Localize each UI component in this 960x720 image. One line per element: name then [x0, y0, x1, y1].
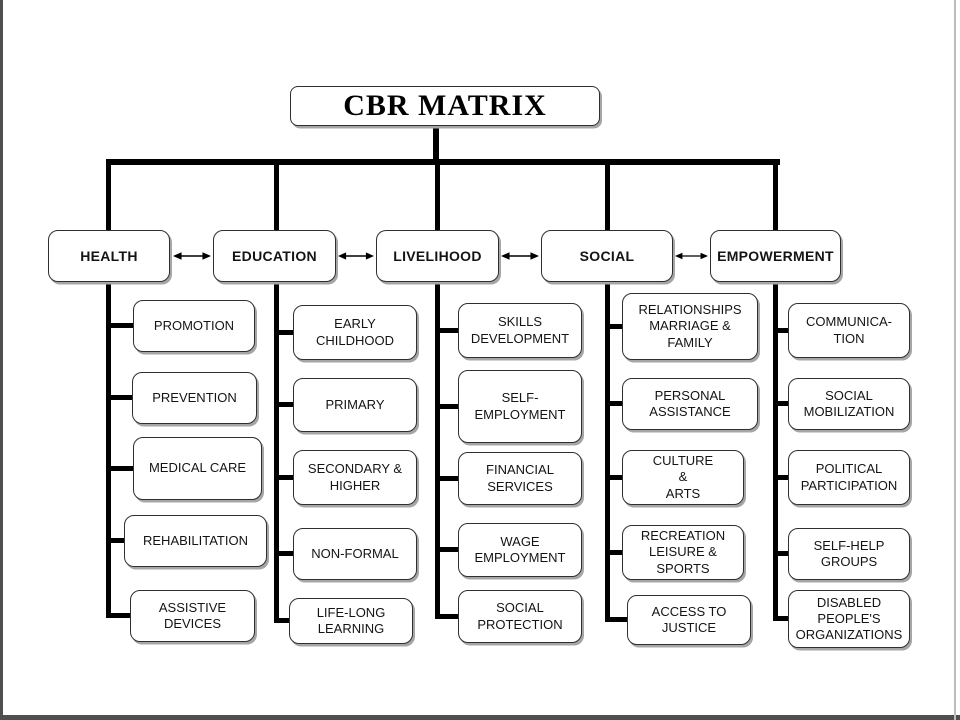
double-arrow-icon	[501, 252, 539, 260]
item-box-social-mobilization: SOCIAL MOBILIZATION	[788, 378, 910, 430]
diagram-title: CBR MATRIX	[290, 86, 600, 126]
item-box-life-long-learning: LIFE-LONG LEARNING	[289, 598, 413, 644]
item-box-rehabilitation: REHABILITATION	[124, 515, 267, 567]
item-box-communication: COMMUNICA- TION	[788, 303, 910, 358]
item-box-promotion: PROMOTION	[133, 300, 255, 352]
item-box-assistive-devices: ASSISTIVE DEVICES	[130, 590, 255, 642]
item-box-personal-assistance: PERSONAL ASSISTANCE	[622, 378, 758, 430]
stub-line	[274, 551, 304, 556]
stub-line	[274, 475, 304, 480]
item-box-early-childhood: EARLY CHILDHOOD	[293, 305, 417, 360]
top-bar-line	[106, 159, 780, 165]
spine-livelihood	[435, 159, 440, 619]
window-edge-left	[0, 0, 3, 720]
item-box-disabled-peoples-organizations: DISABLED PEOPLE'S ORGANIZATIONS	[788, 590, 910, 648]
category-box-health: HEALTH	[48, 230, 170, 282]
stub-line	[106, 395, 136, 400]
item-box-relationships-marriage-family: RELATIONSHIPS MARRIAGE & FAMILY	[622, 293, 758, 360]
stub-line	[605, 401, 635, 406]
category-box-social: SOCIAL	[541, 230, 673, 282]
item-box-self-help-groups: SELF-HELP GROUPS	[788, 528, 910, 580]
double-arrow-icon	[338, 252, 374, 260]
stub-line	[106, 323, 136, 328]
item-box-prevention: PREVENTION	[132, 372, 257, 424]
stub-line	[435, 614, 465, 619]
category-box-empowerment: EMPOWERMENT	[710, 230, 841, 282]
item-box-recreation-leisure-sports: RECREATION LEISURE & SPORTS	[622, 525, 744, 580]
stub-line	[274, 402, 304, 407]
item-box-culture-arts: CULTURE & ARTS	[622, 450, 744, 505]
stub-line	[106, 466, 136, 471]
title-stem-line	[433, 124, 439, 164]
stub-line	[605, 617, 635, 622]
item-box-medical-care: MEDICAL CARE	[133, 437, 262, 500]
window-edge-bottom	[0, 715, 960, 720]
item-box-non-formal: NON-FORMAL	[293, 528, 417, 580]
item-box-secondary-higher: SECONDARY & HIGHER	[293, 450, 417, 505]
item-box-wage-employment: WAGE EMPLOYMENT	[458, 523, 582, 577]
item-box-political-participation: POLITICAL PARTICIPATION	[788, 450, 910, 505]
stub-line	[605, 550, 635, 555]
stub-line	[106, 538, 136, 543]
spine-health	[106, 159, 111, 618]
category-box-education: EDUCATION	[213, 230, 336, 282]
spine-education	[274, 159, 279, 623]
stub-line	[435, 547, 465, 552]
stub-line	[106, 613, 136, 618]
stub-line	[605, 475, 635, 480]
item-box-social-protection: SOCIAL PROTECTION	[458, 590, 582, 643]
category-box-livelihood: LIVELIHOOD	[376, 230, 499, 282]
window-edge-right	[954, 0, 956, 720]
stub-line	[274, 330, 304, 335]
spine-social	[605, 159, 610, 622]
stub-line	[435, 404, 465, 409]
double-arrow-icon	[675, 252, 708, 260]
item-box-primary: PRIMARY	[293, 378, 417, 432]
item-box-skills-development: SKILLS DEVELOPMENT	[458, 303, 582, 358]
stub-line	[435, 476, 465, 481]
double-arrow-icon	[173, 252, 211, 260]
item-box-self-employment: SELF- EMPLOYMENT	[458, 370, 582, 443]
spine-empowerment	[773, 159, 778, 621]
item-box-financial-services: FINANCIAL SERVICES	[458, 452, 582, 505]
stub-line	[605, 324, 635, 329]
item-box-access-to-justice: ACCESS TO JUSTICE	[627, 595, 751, 645]
stub-line	[435, 328, 465, 333]
